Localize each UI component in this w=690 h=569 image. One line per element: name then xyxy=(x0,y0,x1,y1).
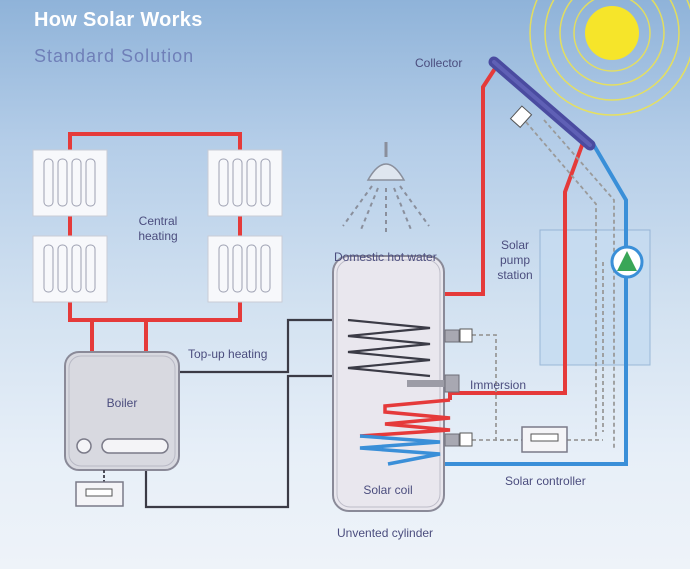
page-title: How Solar Works xyxy=(34,9,203,31)
unvented-cylinder-label: Unvented cylinder xyxy=(337,526,434,540)
immersion-label: Immersion xyxy=(470,378,527,392)
boiler-label: Boiler xyxy=(106,396,138,410)
central-heating-label-line-2: heating xyxy=(138,229,178,243)
central-heating-label-line-1: Central xyxy=(138,214,178,228)
pump-icon xyxy=(610,245,644,279)
domestic-hot-water-label: Domestic hot water xyxy=(334,250,437,264)
solar-pump-station-label-line-3: station xyxy=(497,268,533,282)
solar-pump-station-label: Solar pump station xyxy=(487,238,543,283)
radiator-bottom-left xyxy=(32,235,108,303)
boiler xyxy=(64,351,180,471)
solar-pump-station-label-line-1: Solar xyxy=(500,238,529,252)
signal-lines xyxy=(472,119,615,448)
solar-controller xyxy=(521,426,568,453)
radiators xyxy=(32,149,283,303)
sun xyxy=(529,0,690,116)
shower-icon xyxy=(342,142,430,236)
collector-label: Collector xyxy=(415,56,463,70)
solar-collector xyxy=(488,56,596,151)
radiator-top-left xyxy=(32,149,108,217)
radiator-bottom-right xyxy=(207,235,283,303)
top-up-heating-pipes xyxy=(144,318,348,509)
page-subtitle: Standard Solution xyxy=(34,46,195,66)
solar-coil-label: Solar coil xyxy=(363,483,413,497)
solar-pump-station-label-line-2: pump xyxy=(499,253,531,267)
top-up-heating-label: Top-up heating xyxy=(188,347,268,361)
unvented-cylinder xyxy=(332,255,473,512)
solar-controller-label: Solar controller xyxy=(505,474,586,488)
radiator-top-right xyxy=(207,149,283,217)
boiler-thermostat xyxy=(75,470,124,507)
central-heating-label: Central heating xyxy=(128,214,188,244)
